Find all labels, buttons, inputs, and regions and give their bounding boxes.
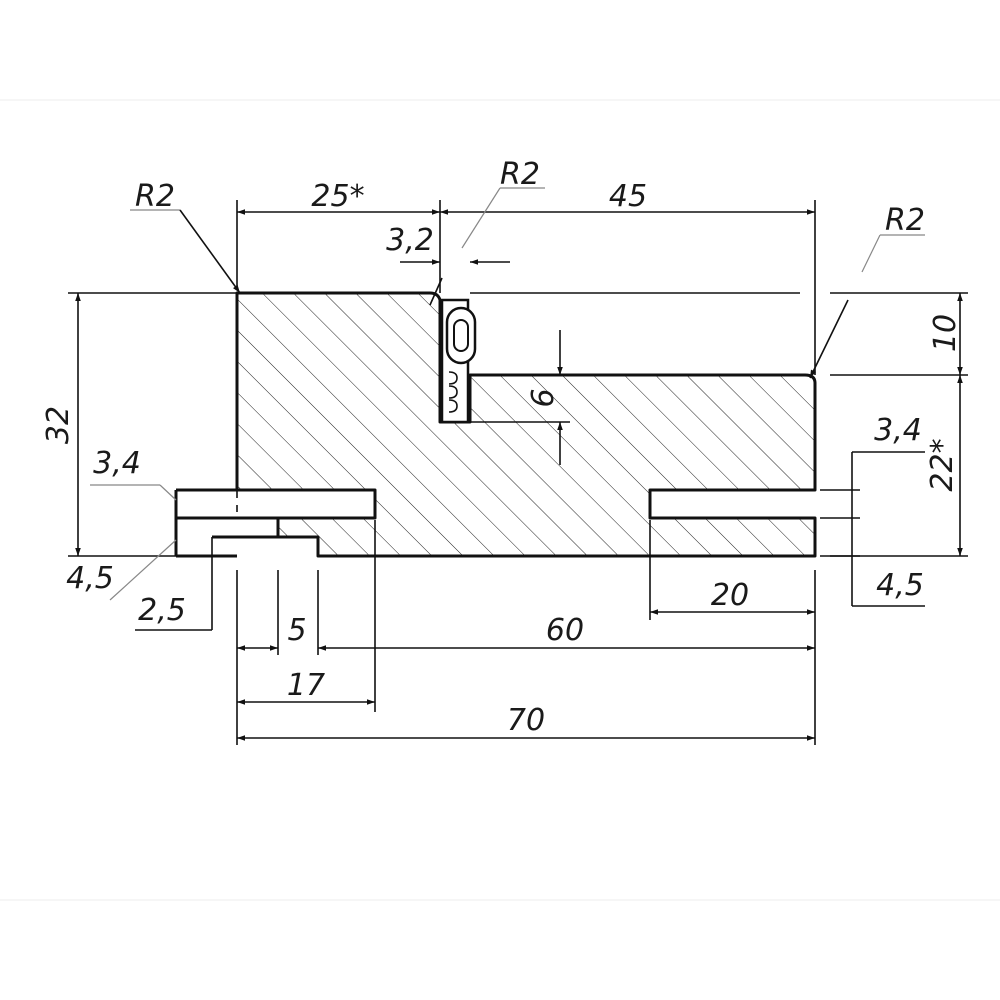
extension-lines [68,200,968,745]
left-groove [174,488,318,558]
dim-groove-4-5-right: 4,5 [876,568,924,603]
dim-r2-mid: R2 [500,157,540,192]
dim-height-32: 32 [41,406,76,444]
seal-insert [440,298,477,424]
dim-groove-3-4-right: 3,4 [874,413,922,448]
dim-r2-right: R2 [885,203,925,238]
dim-offset-2-5: 2,5 [138,593,186,628]
dim-width-20: 20 [711,578,749,613]
dim-width-5: 5 [287,613,306,648]
dim-width-70: 70 [507,703,545,738]
dim-width-60: 60 [546,613,584,648]
dimension-lines [75,209,963,741]
dim-height-22: 22* [925,438,960,491]
dim-width-17: 17 [287,668,325,703]
dim-gap-3-2: 3,2 [386,223,434,258]
dim-r2-left: R2 [135,179,175,214]
dim-width-25: 25* [311,179,364,214]
dim-height-10: 10 [928,314,963,352]
dim-height-6: 6 [526,388,561,407]
dim-width-45: 45 [609,179,647,214]
dim-groove-4-5-left: 4,5 [66,561,114,596]
profile-section [235,291,817,558]
dim-groove-3-4-left: 3,4 [93,446,141,481]
leader-lines [90,187,925,601]
